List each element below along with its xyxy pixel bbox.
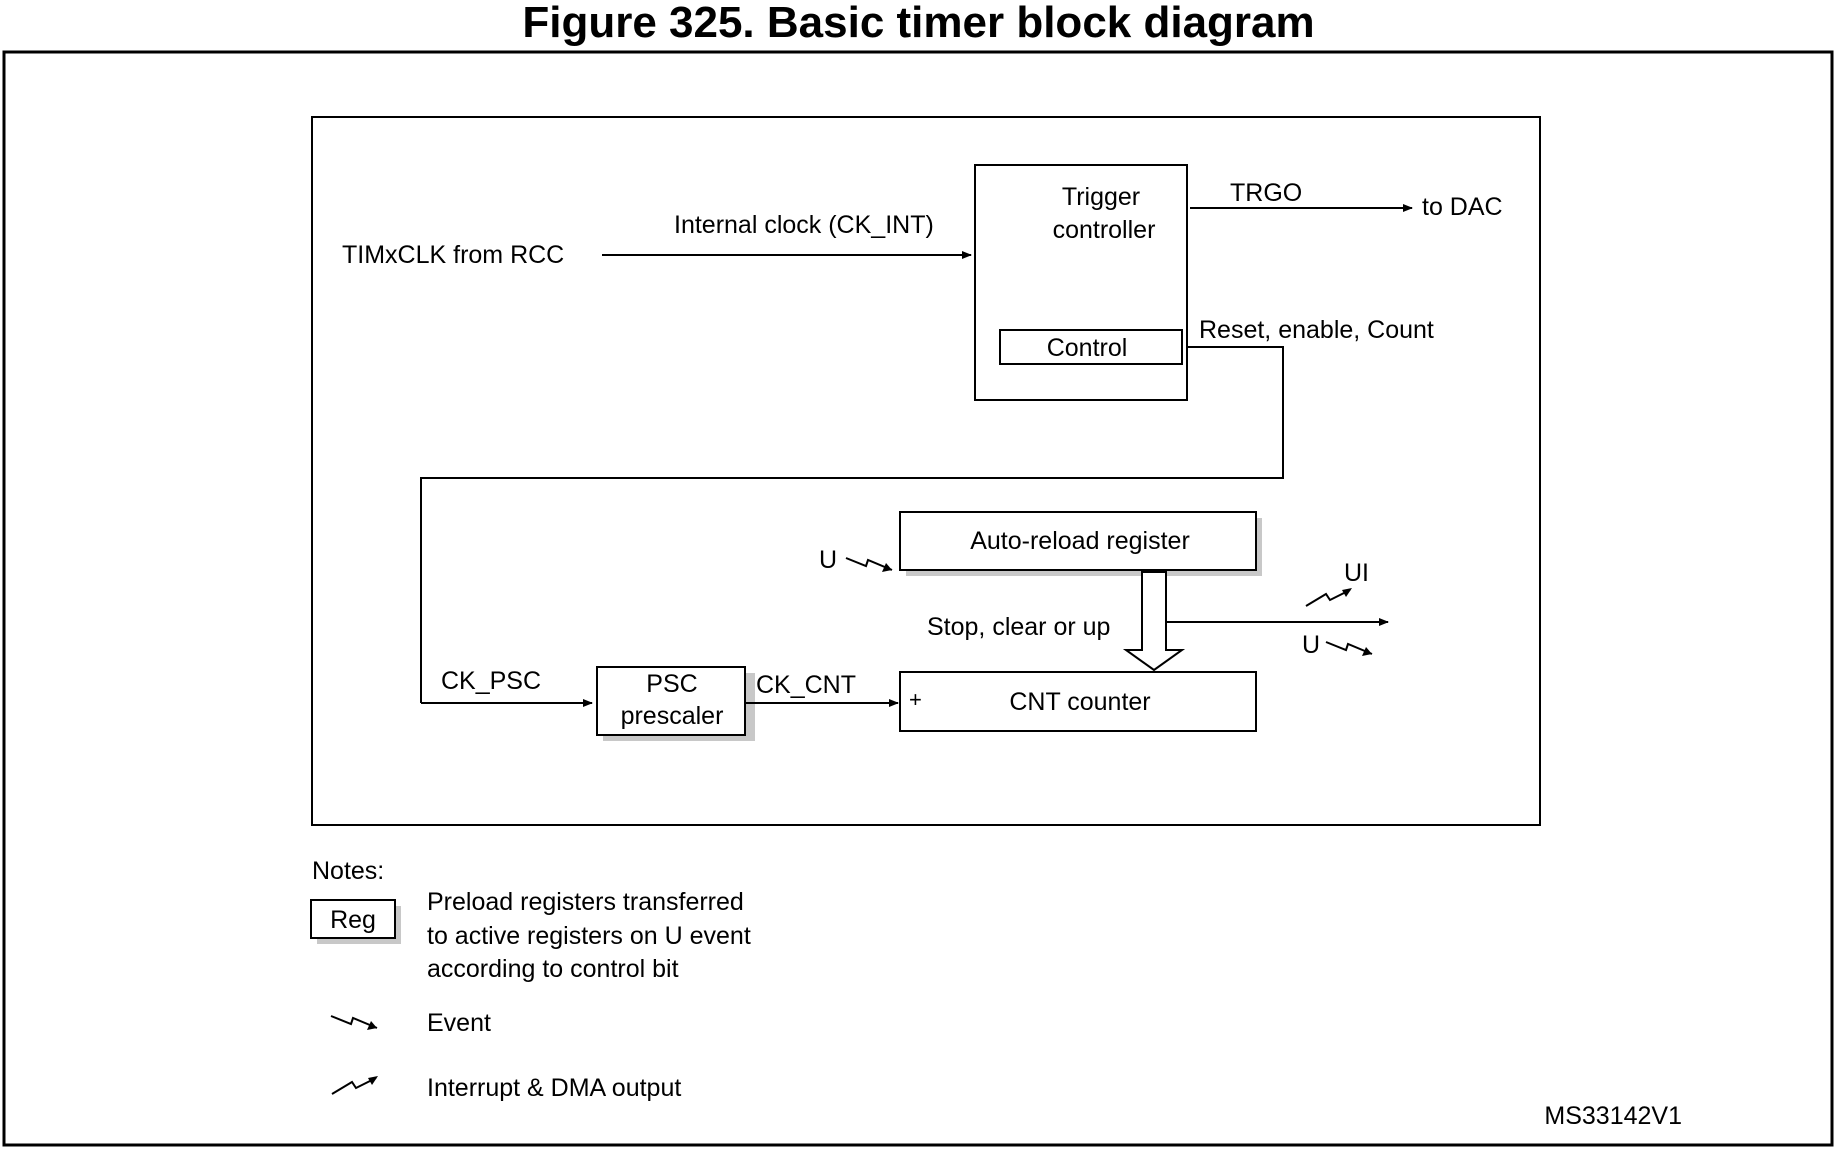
event-icon-arr bbox=[845, 557, 893, 571]
figure-title: Figure 325. Basic timer block diagram bbox=[522, 0, 1315, 47]
psc-prescaler-block bbox=[596, 666, 746, 736]
trgo-label: TRGO bbox=[1230, 179, 1302, 207]
control-to-psc-path bbox=[420, 346, 1284, 703]
stop-clear-up-label: Stop, clear or up bbox=[927, 613, 1110, 641]
control-block bbox=[999, 329, 1183, 365]
u-output-label: U bbox=[1302, 631, 1320, 659]
auto-reload-label: Auto-reload register bbox=[970, 527, 1190, 555]
cnt-counter-label: CNT counter bbox=[1009, 688, 1150, 716]
auto-reload-block bbox=[899, 511, 1257, 571]
reg-legend-box bbox=[310, 899, 396, 939]
event-legend-icon bbox=[330, 1015, 378, 1029]
event-icon-output-head bbox=[1362, 647, 1372, 656]
figure-id: MS33142V1 bbox=[1544, 1102, 1682, 1130]
reset-enable-count-label: Reset, enable, Count bbox=[1199, 316, 1434, 344]
event-legend-icon-head bbox=[367, 1021, 377, 1030]
control-label: Control bbox=[1047, 334, 1128, 362]
ck-psc-label: CK_PSC bbox=[441, 667, 541, 695]
outer-frame bbox=[2, 50, 1834, 1147]
reg-description-line2: to active registers on U event bbox=[427, 922, 751, 950]
inner-frame bbox=[311, 116, 1541, 826]
ck-cnt-label: CK_CNT bbox=[756, 671, 856, 699]
event-icon-output bbox=[1325, 641, 1373, 655]
preload-transfer-arrow bbox=[1122, 571, 1186, 672]
timxclk-label: TIMxCLK from RCC bbox=[342, 241, 564, 269]
cnt-plus-label: + bbox=[909, 687, 922, 712]
reg-description-line3: according to control bit bbox=[427, 955, 679, 983]
interrupt-legend-label: Interrupt & DMA output bbox=[427, 1074, 681, 1102]
interrupt-legend-icon-head bbox=[368, 1076, 378, 1085]
u-event-arr-label: U bbox=[819, 546, 837, 574]
to-dac-label: to DAC bbox=[1422, 193, 1503, 221]
cnt-counter-block bbox=[899, 671, 1257, 732]
trigger-controller-label-line1: Trigger bbox=[1062, 183, 1140, 211]
psc-prescaler-label-line2: prescaler bbox=[621, 702, 724, 730]
reg-legend-label: Reg bbox=[330, 906, 376, 934]
interrupt-icon-ui-head bbox=[1342, 588, 1352, 597]
notes-heading: Notes: bbox=[312, 857, 384, 885]
reg-description-line1: Preload registers transferred bbox=[427, 888, 744, 916]
event-icon-arr-head bbox=[882, 563, 892, 572]
interrupt-legend-icon bbox=[331, 1077, 377, 1095]
interrupt-icon-ui bbox=[1305, 589, 1351, 607]
trigger-controller-label-line2: controller bbox=[1053, 216, 1156, 244]
psc-prescaler-label-line1: PSC bbox=[646, 670, 697, 698]
ui-label: UI bbox=[1344, 559, 1369, 587]
event-legend-label: Event bbox=[427, 1009, 491, 1037]
internal-clock-label: Internal clock (CK_INT) bbox=[674, 211, 934, 239]
